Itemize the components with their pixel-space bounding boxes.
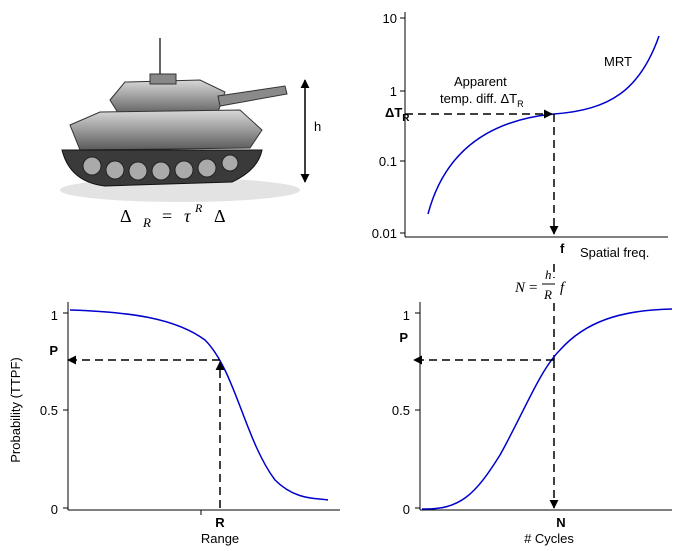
n-marker: N [556, 515, 565, 530]
eq-tau: τ [184, 206, 191, 226]
mrt-y-tick-1: 1 [390, 84, 397, 99]
cyc-eq-equals: = [529, 280, 537, 296]
apparent-label-line2: temp. diff. ΔTR [440, 91, 524, 109]
range-y-label: Probability (TTPF) [8, 357, 23, 462]
range-plot: 1 0.5 0 P Probability (TTPF) R Range [8, 302, 340, 546]
range-y-tick-0: 0 [51, 502, 58, 517]
eq-delta-left: Δ [120, 206, 132, 226]
mrt-x-label: Spatial freq. [580, 245, 649, 260]
range-y-tick-1: 1 [51, 308, 58, 323]
f-marker: f [560, 241, 565, 256]
mrt-curve-label: MRT [604, 54, 632, 69]
attenuation-equation: Δ R = τ R Δ [120, 201, 226, 230]
cycles-y-tick-0.5: 0.5 [392, 403, 410, 418]
mrt-y-tick-0.1: 0.1 [379, 154, 397, 169]
mrt-y-tick-0.01: 0.01 [372, 226, 397, 241]
cyc-eq-num: h [545, 267, 552, 282]
cycles-equation: N = h R f [514, 267, 566, 302]
cycles-plot: 1 0.5 0 P N # Cycles [392, 302, 673, 546]
apparent-label-line1: Apparent [454, 74, 507, 89]
cycles-curve [421, 308, 673, 510]
range-p-marker: P [49, 343, 58, 358]
cycles-p-marker: P [399, 330, 408, 345]
tank-turret [109, 73, 288, 117]
cycles-y-tick-0: 0 [403, 502, 410, 517]
cyc-eq-n: N [514, 280, 526, 296]
range-x-label: Range [201, 531, 239, 546]
cyc-eq-den: R [543, 287, 552, 302]
eq-equals: = [162, 206, 172, 226]
range-y-tick-0.5: 0.5 [40, 403, 58, 418]
tank-illustration [60, 38, 300, 202]
eq-sub-r: R [142, 215, 151, 230]
delta-t-r-marker: ΔTR [385, 105, 410, 124]
cycles-y-tick-1: 1 [403, 308, 410, 323]
height-label: h [314, 119, 321, 134]
tank-tracks [61, 149, 263, 187]
tank-gun-barrel [217, 85, 288, 107]
cycles-x-label: # Cycles [524, 531, 574, 546]
mrt-plot: 10 1 0.1 0.01 MRT ΔTR Apparent temp. dif… [372, 11, 668, 260]
range-curve [69, 309, 329, 501]
tank-hull [69, 109, 263, 151]
mrt-y-tick-10: 10 [383, 11, 397, 26]
r-marker: R [215, 515, 225, 530]
cyc-eq-factor: f [560, 280, 566, 296]
eq-delta-right: Δ [214, 206, 226, 226]
eq-sup-r: R [194, 201, 203, 215]
